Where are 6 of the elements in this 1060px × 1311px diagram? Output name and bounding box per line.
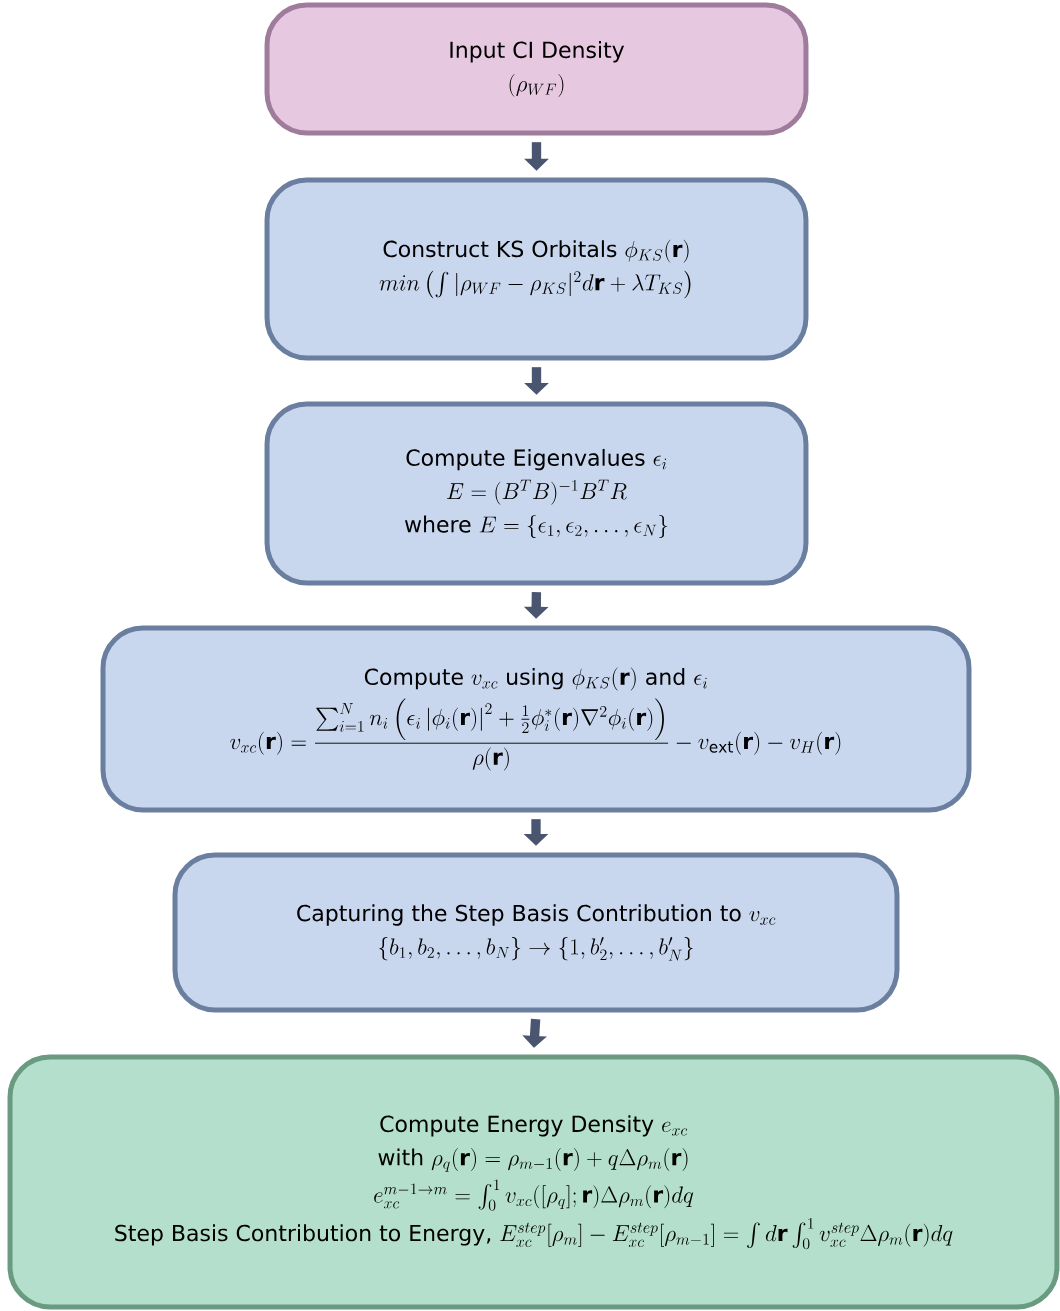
process-box: Input CI Density $(\rho_{WF})$ xyxy=(264,2,809,136)
process-box: $\text{Compute Eigenvalues }\epsilon_i$ $E=(B^TB)^{-1}B^TR$ $\text{where }E=\left\{\epsilon_1,\epsilon_2,\dots,\epsilon_N\right\}$ xyxy=(264,401,809,586)
process-box: $\text{Construct KS Orbitals }\phi_{KS}(\mathbf{r})$ $min\left(\int|\rho_{WF}-\rho_{KS}|^2d\mathbf{r}+\lambda T_{KS}\right)$ xyxy=(264,177,809,361)
process-box: $\text{Compute Energy Density }e_{xc}$ $\text{with }\rho_q(\mathbf{r})=\rho_{m-1}(\mathbf{r})+q\Delta\rho_m(\mathbf{r})$ $e_{xc}^{m-1\rightarrow m}=\int_0^1v_{xc}([\rho_q];\mathbf{r})\Delta\rho_m(\mathbf{r})dq$ $\text{Step Basis Contribution to Energy, }E_{xc}^{step}[\rho_m]-E_{xc}^{step}[\rho_{m-1}]=\int d\mathbf{r}\int_0^1v_{xc}^{step}\Delta\rho_m(\mathbf{r})dq$ xyxy=(7,1054,1060,1310)
process-box: $\text{Compute }v_{xc}\text{ using }\phi_{KS}(\mathbf{r})\text{ and }\epsilon_i$ $v_{xc}(\mathbf{r})=\dfrac{\sum_{i=1}^{N}n_i\left(\epsilon_i\left|\phi_i(\mathbf{r})\right|^2+\frac{1}{2}\phi_i^*(\mathbf{r})\nabla^2\phi_i(\mathbf{r})\right)}{\rho(\mathbf{r})}-v_{\mathrm{ext}}(\mathbf{r})-v_H(\mathbf{r})$ xyxy=(100,625,972,813)
process-box: $\text{Capturing the Step Basis Contribution to }v_{xc}$ $\left\{b_1,b_2,\dots,b_N\right\}\rightarrow\left\{1,b_2',\dots,b_N'\right\}$ xyxy=(172,852,900,1013)
